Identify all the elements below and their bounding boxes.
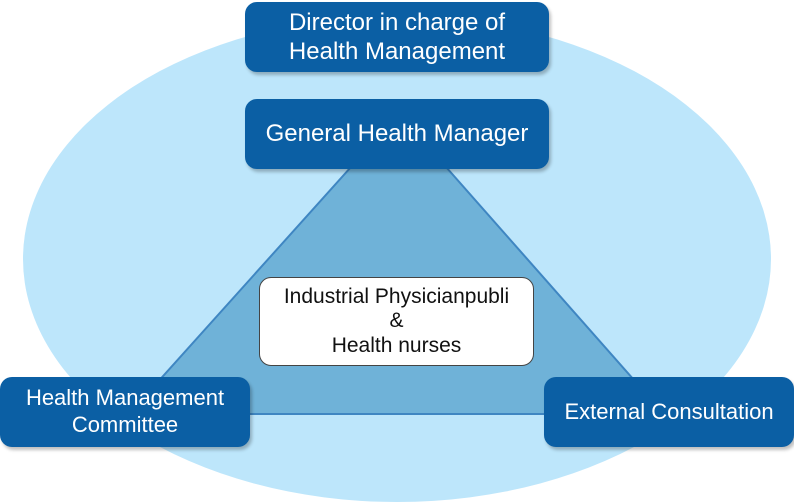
health-management-committee-box: Health Management Committee	[0, 377, 250, 447]
physician-label-line1: Industrial Physicianpubli	[283, 285, 510, 309]
director-health-management-box: Director in charge of Health Management	[245, 2, 549, 72]
physician-label-line2: &	[389, 309, 404, 333]
general-manager-label: General Health Manager	[265, 120, 529, 148]
external-label: External Consultation	[564, 398, 774, 424]
committee-label-line1: Health Management	[25, 385, 225, 411]
general-health-manager-box: General Health Manager	[245, 99, 549, 169]
physician-label-line3: Health nurses	[331, 333, 462, 357]
industrial-physician-box: Industrial Physicianpubli & Health nurse…	[259, 277, 534, 366]
committee-label-line2: Committee	[71, 412, 179, 437]
director-label-line1: Director in charge of	[288, 8, 506, 36]
director-label-line2: Health Management	[288, 38, 506, 65]
external-consultation-box: External Consultation	[544, 377, 794, 447]
